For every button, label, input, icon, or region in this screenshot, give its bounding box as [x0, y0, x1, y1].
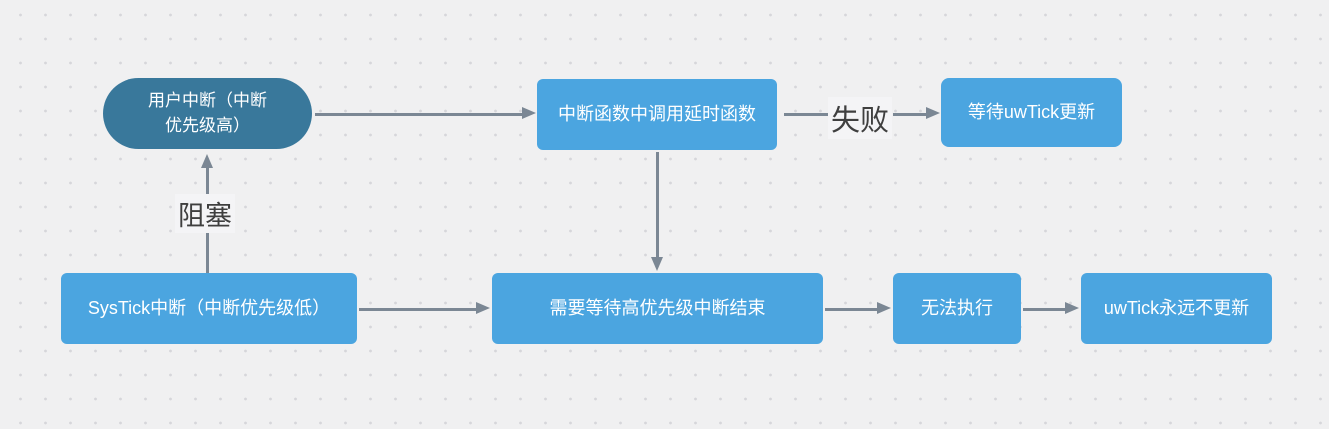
- node-cannot-execute-label: 无法执行: [921, 297, 993, 318]
- edge-delay-to-uwtick-line-right: [893, 113, 926, 116]
- edge-delay-to-waithigh-line: [656, 152, 659, 258]
- node-wait-uwtick-update: 等待uwTick更新: [941, 78, 1122, 147]
- edge-systick-to-user-arrowhead-icon: [201, 154, 213, 168]
- node-wait-high-priority-end-label: 需要等待高优先级中断结束: [549, 297, 766, 318]
- edge-systick-to-waithigh-line: [359, 308, 477, 311]
- edge-waithigh-to-cannot-arrowhead-icon: [877, 302, 891, 314]
- edge-delay-to-uwtick-line-left: [784, 113, 832, 116]
- edge-cannot-to-never-arrowhead-icon: [1065, 302, 1079, 314]
- node-wait-high-priority-end: 需要等待高优先级中断结束: [492, 273, 823, 344]
- node-systick-interrupt-label: SysTick中断（中断优先级低）: [87, 297, 331, 318]
- edge-systick-to-waithigh-arrowhead-icon: [476, 302, 490, 314]
- node-uwtick-never-updates-label: uwTick永远不更新: [1103, 297, 1250, 318]
- edge-label-block: 阻塞: [175, 194, 235, 233]
- node-user-interrupt-line1: 用户中断（中断: [148, 90, 267, 110]
- node-cannot-execute: 无法执行: [893, 273, 1021, 344]
- node-call-delay-function: 中断函数中调用延时函数: [537, 79, 777, 150]
- edge-waithigh-to-cannot-line: [825, 308, 878, 311]
- node-uwtick-never-updates: uwTick永远不更新: [1081, 273, 1272, 344]
- node-systick-interrupt: SysTick中断（中断优先级低）: [61, 273, 357, 344]
- edge-user-to-delay-arrowhead-icon: [522, 107, 536, 119]
- node-call-delay-function-label: 中断函数中调用延时函数: [558, 103, 756, 124]
- node-user-interrupt: 用户中断（中断 优先级高）: [103, 78, 312, 149]
- node-user-interrupt-label: 用户中断（中断 优先级高）: [148, 89, 267, 138]
- node-wait-uwtick-update-label: 等待uwTick更新: [967, 101, 1096, 122]
- node-user-interrupt-line2: 优先级高）: [165, 115, 250, 135]
- edge-delay-to-waithigh-arrowhead-icon: [651, 257, 663, 271]
- edge-cannot-to-never-line: [1023, 308, 1066, 311]
- edge-user-to-delay-line: [315, 113, 523, 116]
- edge-label-fail: 失败: [828, 97, 893, 139]
- edge-delay-to-uwtick-arrowhead-icon: [926, 107, 940, 119]
